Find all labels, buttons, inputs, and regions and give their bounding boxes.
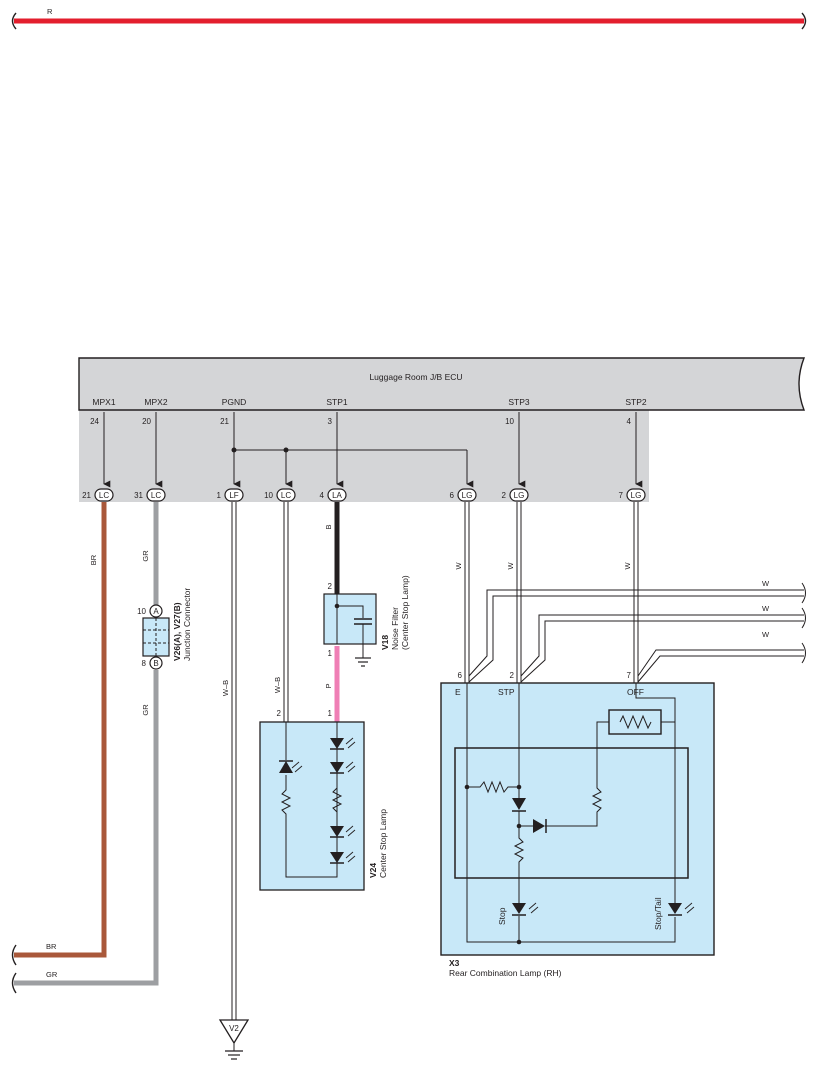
svg-text:LG: LG (462, 491, 473, 500)
svg-text:B: B (324, 524, 333, 529)
svg-text:7: 7 (619, 491, 624, 500)
svg-text:Stop/Tail: Stop/Tail (653, 897, 663, 930)
ecu-block: Luggage Room J/B ECU MPX1 MPX2 PGND STP1… (78, 357, 806, 502)
terminal-mpx1: MPX1 (92, 397, 115, 407)
svg-text:2: 2 (277, 709, 282, 718)
svg-text:4: 4 (320, 491, 325, 500)
p-wire: P (324, 646, 340, 722)
svg-text:21: 21 (82, 491, 91, 500)
pin-pgnd: 21 (220, 417, 229, 426)
svg-text:W: W (762, 630, 770, 639)
svg-text:10: 10 (137, 607, 146, 616)
svg-text:GR: GR (46, 970, 58, 979)
svg-text:2: 2 (502, 491, 507, 500)
top-wire-label: R (47, 7, 53, 16)
svg-text:8: 8 (142, 659, 147, 668)
pin-stp1: 3 (328, 417, 333, 426)
svg-text:7: 7 (627, 671, 632, 680)
terminal-pgnd: PGND (222, 397, 247, 407)
connector-lg-6: LG 6 (450, 488, 477, 502)
ecu-title: Luggage Room J/B ECU (369, 372, 462, 382)
rear-combo-name: Rear Combination Lamp (RH) (449, 968, 562, 978)
svg-text:BR: BR (89, 554, 98, 565)
svg-text:6: 6 (450, 491, 455, 500)
svg-text:GR: GR (141, 550, 150, 562)
svg-text:LA: LA (332, 491, 342, 500)
terminal-stp3: STP3 (508, 397, 530, 407)
gr-wire: GR GR GR (11, 502, 159, 994)
pin-mpx1: 24 (90, 417, 99, 426)
terminal-stp1: STP1 (326, 397, 348, 407)
ground-label: V2 (229, 1024, 239, 1033)
connector-lg-7: LG 7 (619, 488, 646, 502)
wb-ground-wire: W–B V2 (218, 502, 250, 1060)
svg-text:GR: GR (141, 704, 150, 716)
connector-lc-21: LC 21 (82, 488, 114, 502)
terminal-stp2: STP2 (625, 397, 647, 407)
svg-text:B: B (153, 659, 158, 668)
svg-text:V26(A), V27(B): V26(A), V27(B) (172, 602, 182, 661)
svg-text:LF: LF (229, 491, 238, 500)
svg-text:A: A (153, 607, 159, 616)
svg-text:31: 31 (134, 491, 143, 500)
svg-text:2: 2 (510, 671, 515, 680)
svg-text:W: W (454, 562, 463, 570)
junction-connector: A 10 B 8 V26(A), V27(B) Junction Connect… (137, 588, 192, 670)
svg-text:Noise Filter: Noise Filter (390, 607, 400, 650)
svg-text:Center Stop Lamp: Center Stop Lamp (378, 809, 388, 878)
b-wire: B 2 (324, 502, 340, 594)
svg-text:W: W (506, 562, 515, 570)
connector-row: LC 21 LC 31 LF 1 LC 10 LA 4 LG 6 (82, 488, 646, 502)
connector-la-4: LA 4 (320, 488, 347, 502)
svg-text:STP: STP (498, 687, 515, 697)
svg-text:V24: V24 (368, 863, 378, 878)
svg-text:1: 1 (217, 491, 222, 500)
svg-text:LC: LC (99, 491, 109, 500)
connector-lf-1: LF 1 (217, 488, 244, 502)
connector-lc-10: LC 10 (264, 488, 296, 502)
connector-lc-31: LC 31 (134, 488, 166, 502)
svg-text:E: E (455, 687, 461, 697)
svg-text:V18: V18 (380, 635, 390, 650)
svg-text:Junction Connector: Junction Connector (182, 588, 192, 661)
svg-text:(Center Stop Lamp): (Center Stop Lamp) (400, 575, 410, 650)
br-wire: BR BR (11, 502, 107, 966)
w-wires (464, 502, 806, 683)
svg-text:2: 2 (328, 582, 333, 591)
noise-filter: 1 V18 Noise Filter (Center Stop Lamp) (323, 575, 410, 667)
pin-mpx2: 20 (142, 417, 151, 426)
svg-text:LC: LC (281, 491, 291, 500)
rear-combination-lamp: 6 2 7 E STP OFF (440, 671, 715, 956)
pin-stp2: 4 (627, 417, 632, 426)
svg-text:P: P (324, 683, 333, 688)
wb-lamp-wire: W–B (273, 502, 289, 722)
svg-text:1: 1 (328, 649, 333, 658)
svg-text:6: 6 (458, 671, 463, 680)
connector-lg-2: LG 2 (502, 488, 529, 502)
rear-combo-code: X3 (449, 958, 460, 968)
svg-text:W–B: W–B (273, 677, 282, 693)
svg-text:Stop: Stop (497, 907, 507, 925)
svg-text:BR: BR (46, 942, 57, 951)
svg-text:LC: LC (151, 491, 161, 500)
top-red-wire: R (11, 7, 807, 30)
svg-text:1: 1 (328, 709, 333, 718)
svg-text:W: W (762, 579, 770, 588)
svg-text:LG: LG (514, 491, 525, 500)
svg-text:10: 10 (264, 491, 273, 500)
svg-text:W–B: W–B (221, 680, 230, 696)
center-stop-lamp: 2 1 V24 Center Stop Lamp (259, 709, 388, 891)
pin-stp3: 10 (505, 417, 514, 426)
terminal-mpx2: MPX2 (144, 397, 167, 407)
svg-text:W: W (623, 562, 632, 570)
svg-text:LG: LG (631, 491, 642, 500)
svg-text:W: W (762, 604, 770, 613)
